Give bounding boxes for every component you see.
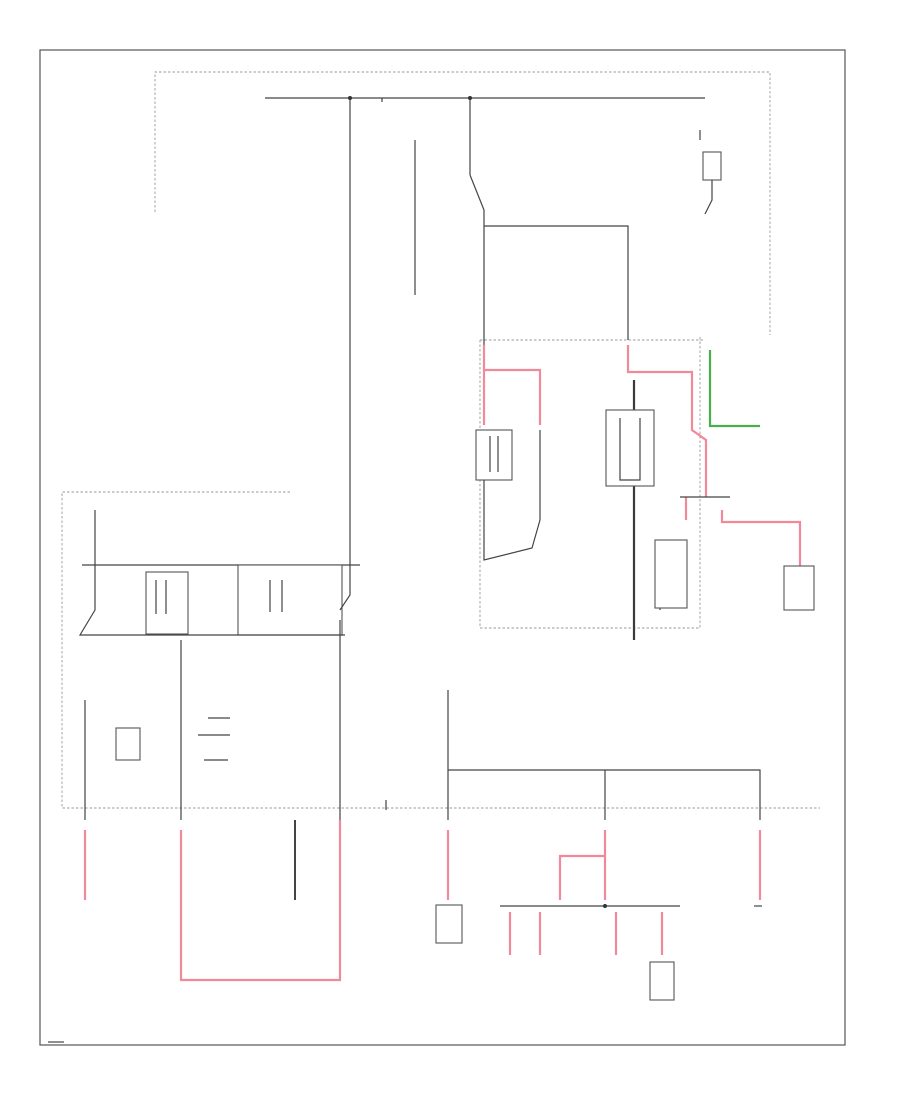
pink-circuits-lower xyxy=(83,820,762,982)
bottom-connectors xyxy=(435,904,762,1001)
diagram-frame xyxy=(39,49,846,1046)
top-bus xyxy=(265,96,705,565)
top-right-relay xyxy=(699,130,722,215)
splice-bar xyxy=(500,904,680,908)
pink-circuits-upper xyxy=(482,345,802,568)
fuse-block-region xyxy=(154,71,771,629)
upper-relays xyxy=(475,409,730,610)
lower-fuses xyxy=(115,717,230,761)
ground-connector-right xyxy=(783,565,815,611)
underhood-region xyxy=(61,491,820,809)
lower-relay-block xyxy=(78,510,360,636)
lower-feeds xyxy=(84,620,761,900)
green-circuit xyxy=(708,350,760,428)
